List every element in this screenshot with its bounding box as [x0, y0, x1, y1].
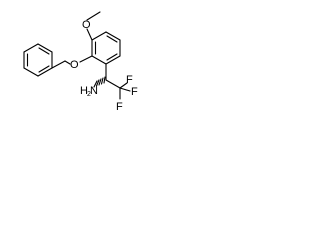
ring1-bond-4 [37, 67, 53, 77]
ring2-double-3 [106, 53, 118, 61]
hash-line-2 [100, 77, 104, 85]
hash-line-1 [103, 76, 106, 84]
amine-h-label: H [80, 85, 88, 97]
fluorine-top-label: F [126, 74, 133, 86]
hash-line-5 [93, 80, 98, 88]
hash-line-4 [95, 79, 100, 87]
amine-subscript-label: 2 [87, 91, 91, 98]
methoxy-oxygen-label: O [82, 19, 91, 31]
ring2-bond-2 [105, 31, 121, 41]
ring2-bond-5 [91, 55, 107, 65]
hashed-wedge-bond [93, 76, 106, 88]
central-aromatic-ring [91, 31, 121, 65]
ring-methoxy-o-bond [86, 28, 93, 41]
ether-oxygen-label: O [70, 59, 79, 71]
benzyl-phenyl-ring [23, 43, 53, 77]
amine-n-label: N [90, 85, 98, 97]
molecule-structure: O O H 2 N F F F [23, 11, 138, 113]
fluorine-right-label: F [131, 86, 138, 98]
hash-line-3 [98, 78, 102, 86]
fluorine-bottom-label: F [116, 101, 123, 113]
benzyl-ch2-bond [51, 60, 66, 69]
ring1-double-3 [38, 65, 50, 73]
ether-ring-bond [79, 55, 93, 63]
methoxy-methyl-bond [86, 11, 101, 21]
ch2-ether-bond [64, 60, 71, 65]
chiral-cf3-bond [105, 79, 121, 89]
cf3-f-top-bond [119, 82, 128, 89]
ring1-bond-5 [23, 67, 39, 77]
ring2-double-2 [106, 35, 118, 43]
cf3-f-right-bond [119, 87, 131, 92]
ring1-bond-1 [23, 43, 39, 53]
ring2-bond-4 [105, 55, 121, 65]
ring1-bond-2 [37, 43, 53, 53]
ring2-bond-1 [91, 31, 107, 41]
ring1-double-2 [38, 47, 50, 55]
